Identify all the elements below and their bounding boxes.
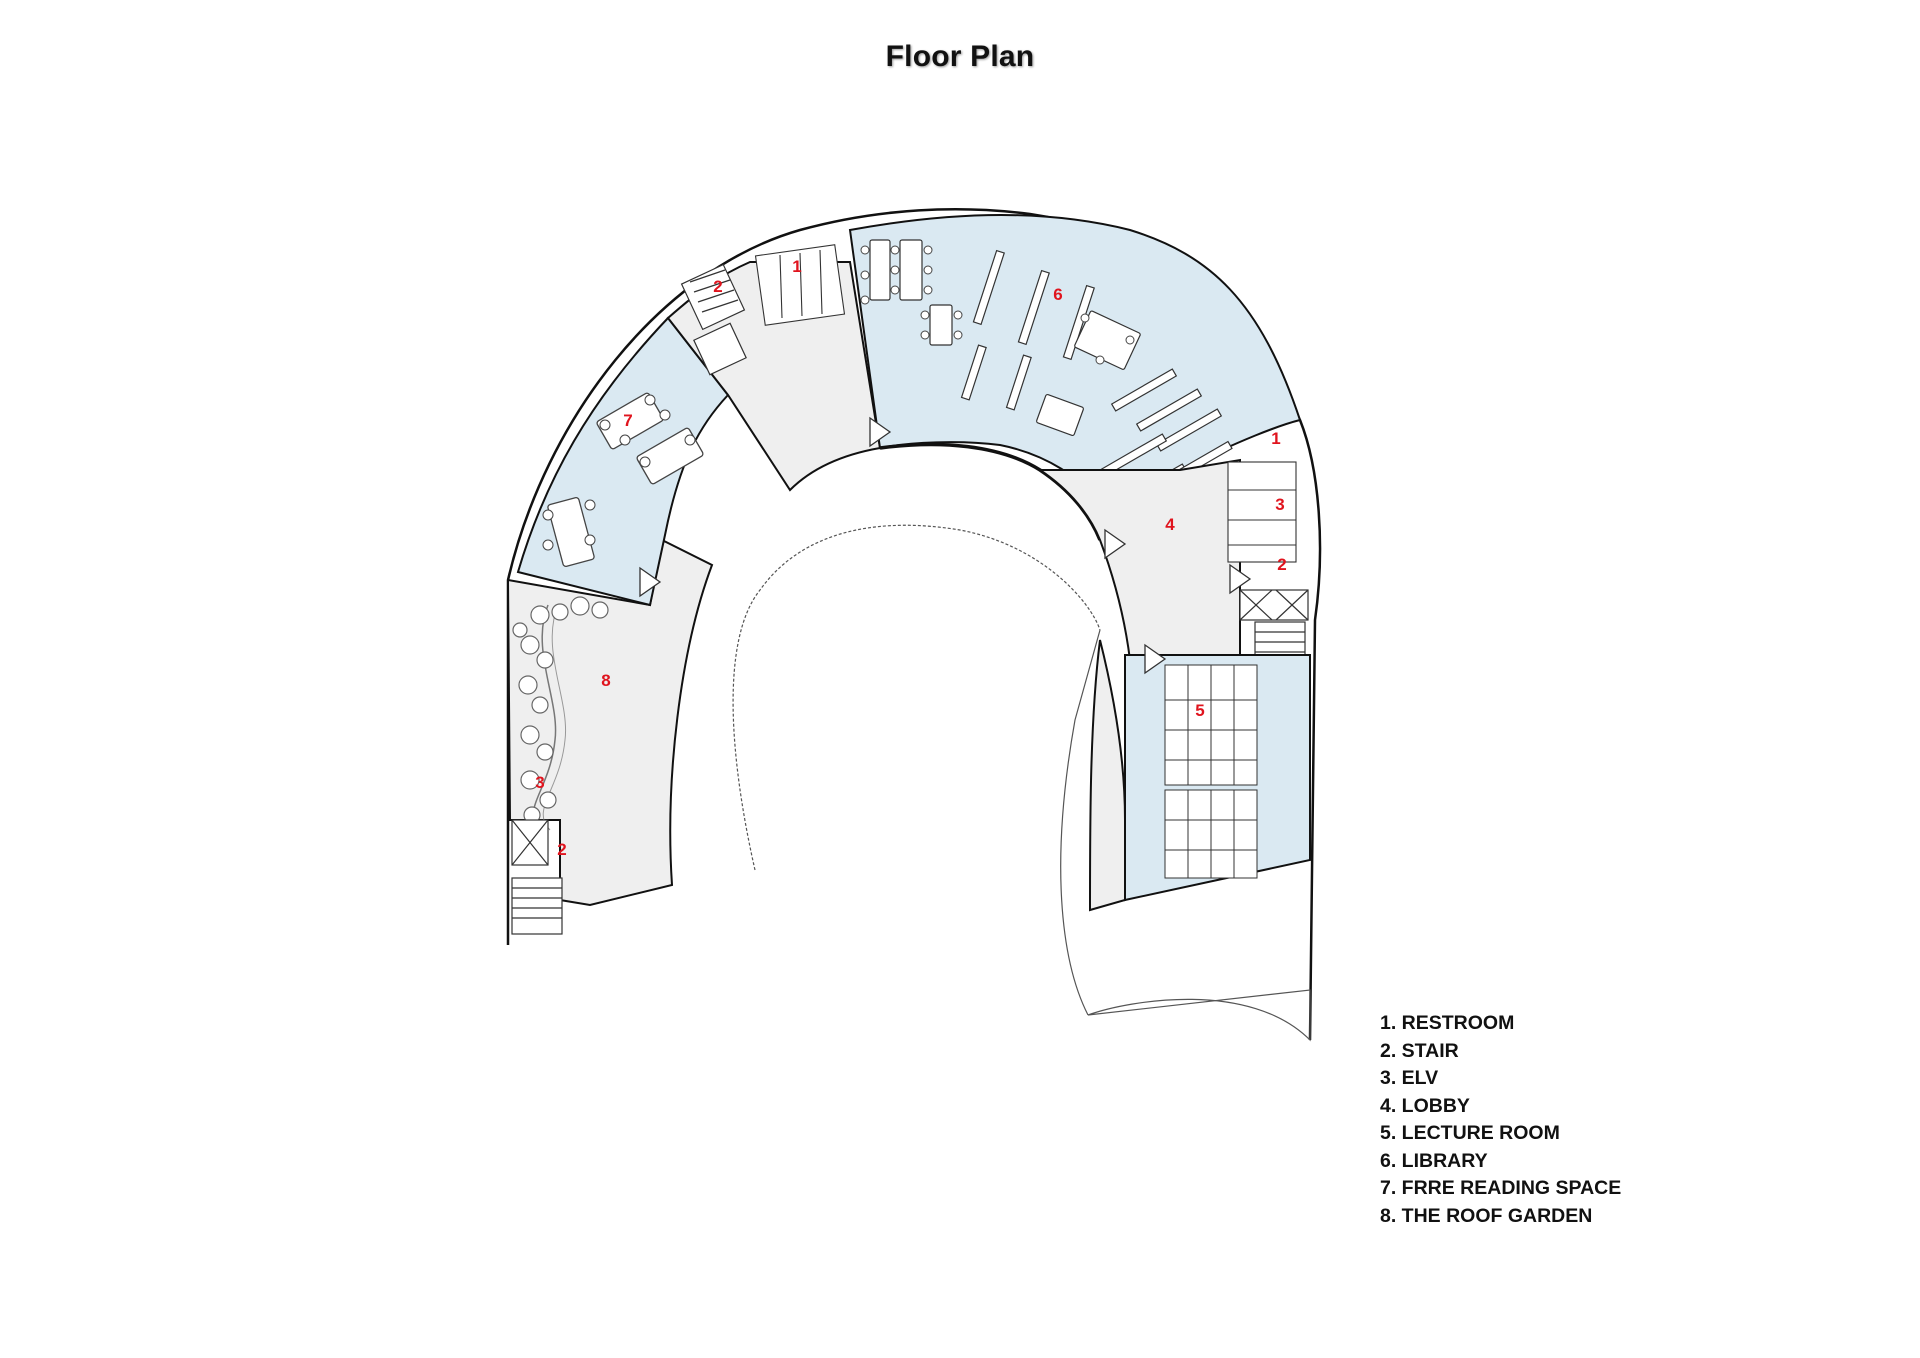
- room-number-stair-east: 2: [1277, 555, 1286, 574]
- legend-item-lecture-room: 5. LECTURE ROOM: [1380, 1122, 1560, 1144]
- room-number-stair-southwest: 2: [557, 840, 566, 859]
- restroom-east: [1227, 461, 1297, 563]
- lecture-seating: [1164, 664, 1258, 879]
- room-number-elevator-east: 3: [1275, 495, 1284, 514]
- library-tables: [869, 239, 1141, 436]
- building-outer-wall: [506, 208, 1322, 1041]
- garden-trees: [512, 596, 609, 824]
- courtyard-lower-edge: [1060, 629, 1101, 1016]
- room-number-lecture-room: 5: [1195, 701, 1204, 720]
- lobby-area: [1036, 458, 1241, 661]
- courtyard-outline: [732, 524, 1101, 871]
- room-number-elevator-southwest: 3: [535, 773, 544, 792]
- room-legend: 1. RESTROOM 2. STAIR 3. ELV 4. LOBBY 5. …: [1380, 1010, 1621, 1230]
- room-number-roof-garden: 8: [601, 671, 610, 690]
- room-number-restroom-east: 1: [1271, 429, 1280, 448]
- stair-core-upper: [680, 263, 747, 376]
- legend-item-elv: 3. ELV: [1380, 1067, 1439, 1089]
- reading-chairs: [542, 394, 696, 551]
- roof-garden-area: [506, 538, 714, 907]
- library-chairs: [860, 245, 1135, 365]
- elevator-stair-east: [1239, 589, 1309, 661]
- lecture-corridor: [1088, 639, 1126, 912]
- legend-item-roof-garden: 8. THE ROOF GARDEN: [1380, 1204, 1593, 1227]
- room-number-restroom-north: 1: [792, 257, 801, 276]
- bottom-terrace-outline: [1087, 989, 1311, 1042]
- restroom-upper: [754, 244, 846, 326]
- legend-item-library: 6. LIBRARY: [1380, 1149, 1488, 1172]
- doors: [639, 416, 1252, 675]
- room-number-library: 6: [1053, 285, 1062, 304]
- garden-path-edge: [542, 604, 567, 831]
- legend-item-restroom: 1. RESTROOM: [1380, 1012, 1515, 1034]
- stair-core-southwest: [511, 819, 563, 935]
- room-number-free-reading-space: 7: [623, 411, 632, 430]
- room-number-lobby: 4: [1165, 515, 1175, 534]
- legend-item-stair: 2. STAIR: [1380, 1039, 1459, 1062]
- page-title: Floor Plan: [885, 40, 1035, 73]
- room-number-stair-north: 2: [713, 277, 722, 296]
- legend-item-lobby: 4. LOBBY: [1380, 1094, 1470, 1117]
- legend-item-free-reading-space: 7. FRRE READING SPACE: [1380, 1177, 1622, 1199]
